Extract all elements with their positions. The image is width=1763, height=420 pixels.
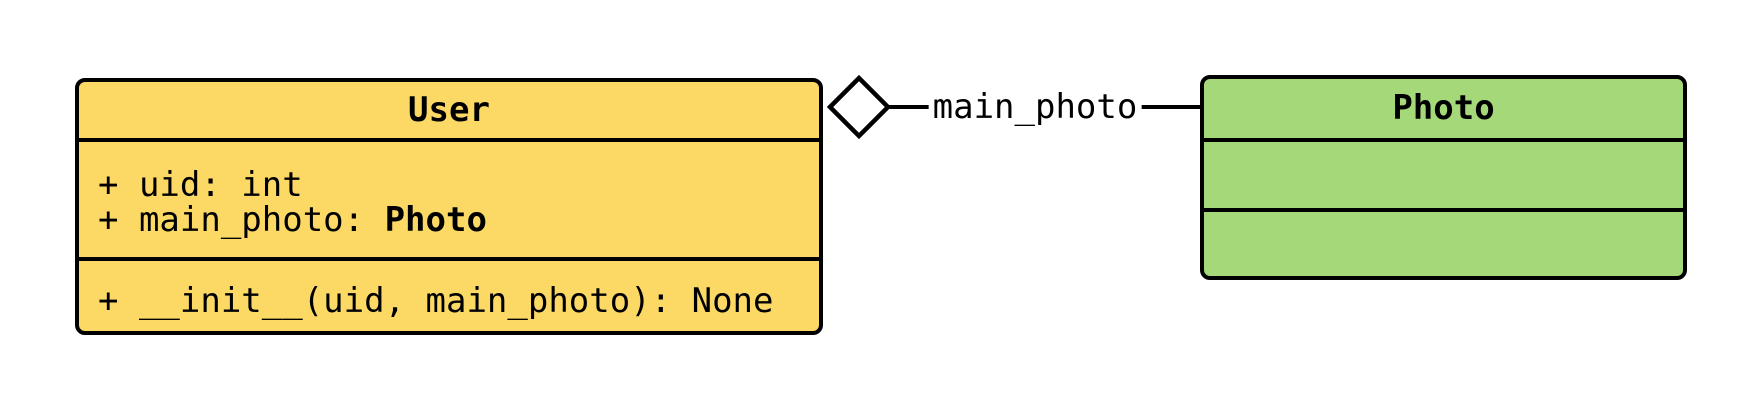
class-attributes-user: + uid: int + main_photo: Photo [79,138,819,257]
class-methods-photo [1204,208,1683,276]
class-title-user: User [408,90,490,130]
relation-label: main_photo [928,87,1142,127]
method-row: + __init__(uid, main_photo): None [98,283,819,319]
attribute-row: + main_photo: Photo [98,203,819,238]
class-attributes-photo [1204,138,1683,208]
attribute-text: + main_photo: [98,200,385,240]
class-title-photo: Photo [1392,88,1495,128]
attribute-type-bold: Photo [384,200,487,240]
class-box-photo: Photo [1200,75,1687,280]
diamond-shape [826,74,892,140]
class-box-user: User + uid: int + main_photo: Photo + __… [75,78,823,335]
aggregation-diamond-icon [826,74,892,140]
class-methods-user: + __init__(uid, main_photo): None [79,257,819,331]
attribute-text: + uid: int [98,165,303,205]
attribute-row: + uid: int [98,168,819,203]
method-text: + __init__(uid, main_photo): None [98,281,774,321]
